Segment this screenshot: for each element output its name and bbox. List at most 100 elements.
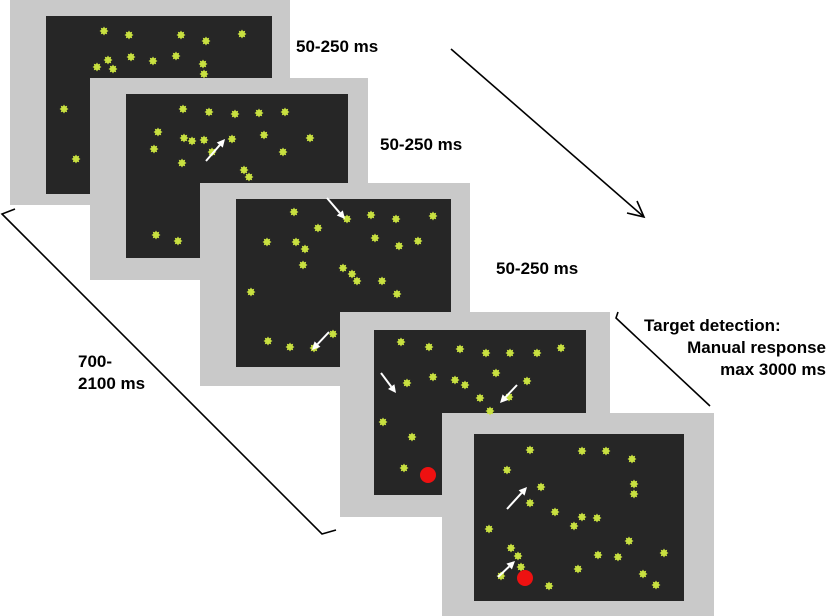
- stimulus-dot: [450, 375, 460, 385]
- stimulus-dot: [124, 30, 134, 40]
- stimulus-dot: [428, 211, 438, 221]
- motion-arrows: [205, 139, 527, 578]
- stimulus-dot: [126, 52, 136, 62]
- stimulus-dot: [173, 236, 183, 246]
- interval-label: 700- 2100 ms: [78, 351, 145, 395]
- stimulus-dot: [103, 55, 113, 65]
- stimulus-dot: [544, 581, 554, 591]
- stimulus-dot: [525, 445, 535, 455]
- stimulus-dot: [151, 230, 161, 240]
- stimulus-dot: [592, 513, 602, 523]
- stimulus-dot: [573, 564, 583, 574]
- stimulus-dot: [399, 463, 409, 473]
- stimulus-dots: [59, 26, 669, 591]
- stimulus-dot: [262, 237, 272, 247]
- target-detection-label: Target detection: Manual response max 30…: [620, 315, 826, 381]
- stimulus-dot: [506, 543, 516, 553]
- stimulus-dot: [525, 498, 535, 508]
- stimulus-dot: [263, 336, 273, 346]
- red-target-icon: [517, 570, 533, 586]
- stimulus-dot: [313, 223, 323, 233]
- duration-label-3: 50-250 ms: [496, 259, 579, 278]
- stimulus-dot: [402, 378, 412, 388]
- target-detection-line1: Target detection:: [644, 316, 781, 335]
- stimulus-dot: [577, 512, 587, 522]
- stimulus-dot: [505, 348, 515, 358]
- stimulus-dot: [413, 236, 423, 246]
- stimulus-dot: [460, 380, 470, 390]
- stimulus-dot: [550, 507, 560, 517]
- stimulus-dot: [59, 104, 69, 114]
- interval-label-line2: 2100 ms: [78, 374, 146, 393]
- stimulus-dot: [522, 376, 532, 386]
- stimulus-dot: [475, 393, 485, 403]
- stimulus-dot: [392, 289, 402, 299]
- stimulus-frame-5: [442, 413, 714, 616]
- stimulus-dot: [624, 536, 634, 546]
- stimulus-dot: [338, 263, 348, 273]
- stimulus-dot: [536, 482, 546, 492]
- motion-arrow-icon: [312, 331, 330, 350]
- stimulus-dot: [601, 446, 611, 456]
- stimulus-dot: [502, 465, 512, 475]
- stimulus-dot: [659, 548, 669, 558]
- stimulus-dot: [230, 109, 240, 119]
- stimulus-dot: [569, 521, 579, 531]
- stimulus-dot: [99, 26, 109, 36]
- stimulus-dot: [153, 127, 163, 137]
- stimulus-dot: [407, 432, 417, 442]
- stimulus-dot: [513, 551, 523, 561]
- stimulus-dot: [259, 130, 269, 140]
- stimulus-dot: [278, 147, 288, 157]
- interval-bracket: [0, 208, 337, 535]
- stimulus-dot: [391, 214, 401, 224]
- stimulus-dot: [199, 69, 209, 79]
- stimulus-dot: [491, 368, 501, 378]
- targets: [420, 467, 533, 586]
- stimulus-dot: [199, 135, 209, 145]
- stimulus-dot: [485, 406, 495, 416]
- stimulus-dot: [366, 210, 376, 220]
- stimulus-dot: [370, 233, 380, 243]
- stimulus-dot: [171, 51, 181, 61]
- interval-label-line1: 700-: [78, 352, 113, 371]
- stimulus-dot: [244, 172, 254, 182]
- stimulus-dot: [629, 489, 639, 499]
- stimulus-dot: [455, 344, 465, 354]
- stimulus-dot: [239, 165, 249, 175]
- motion-arrow-icon: [506, 487, 527, 510]
- stimulus-dot: [424, 342, 434, 352]
- stimulus-dot: [627, 454, 637, 464]
- stimulus-dot: [289, 207, 299, 217]
- stimulus-dot: [556, 343, 566, 353]
- stimulus-dot: [227, 134, 237, 144]
- red-target-icon: [420, 467, 436, 483]
- stimulus-dot: [177, 158, 187, 168]
- stimulus-dot: [285, 342, 295, 352]
- stimulus-dot: [577, 446, 587, 456]
- stimulus-dot: [298, 260, 308, 270]
- stimulus-dot: [394, 241, 404, 251]
- stimulus-dot: [396, 337, 406, 347]
- stimulus-dot: [187, 136, 197, 146]
- stimulus-dot: [108, 64, 118, 74]
- stimulus-dot: [593, 550, 603, 560]
- stimulus-dot: [300, 244, 310, 254]
- target-detection-line2: Manual response: [687, 338, 826, 357]
- stimulus-dot: [613, 552, 623, 562]
- motion-arrow-icon: [380, 372, 396, 393]
- stimulus-dot: [178, 104, 188, 114]
- stimulus-dot: [198, 59, 208, 69]
- stimulus-dot: [92, 62, 102, 72]
- stimulus-dot: [328, 329, 338, 339]
- stimulus-dot: [291, 237, 301, 247]
- stimulus-dot: [71, 154, 81, 164]
- duration-label-2: 50-250 ms: [380, 135, 463, 154]
- stimulus-dot: [305, 133, 315, 143]
- time-arrow-line: [450, 48, 645, 218]
- stimulus-dot: [254, 108, 264, 118]
- stimulus-dot: [148, 56, 158, 66]
- stimulus-dot: [484, 524, 494, 534]
- stimulus-dot: [378, 417, 388, 427]
